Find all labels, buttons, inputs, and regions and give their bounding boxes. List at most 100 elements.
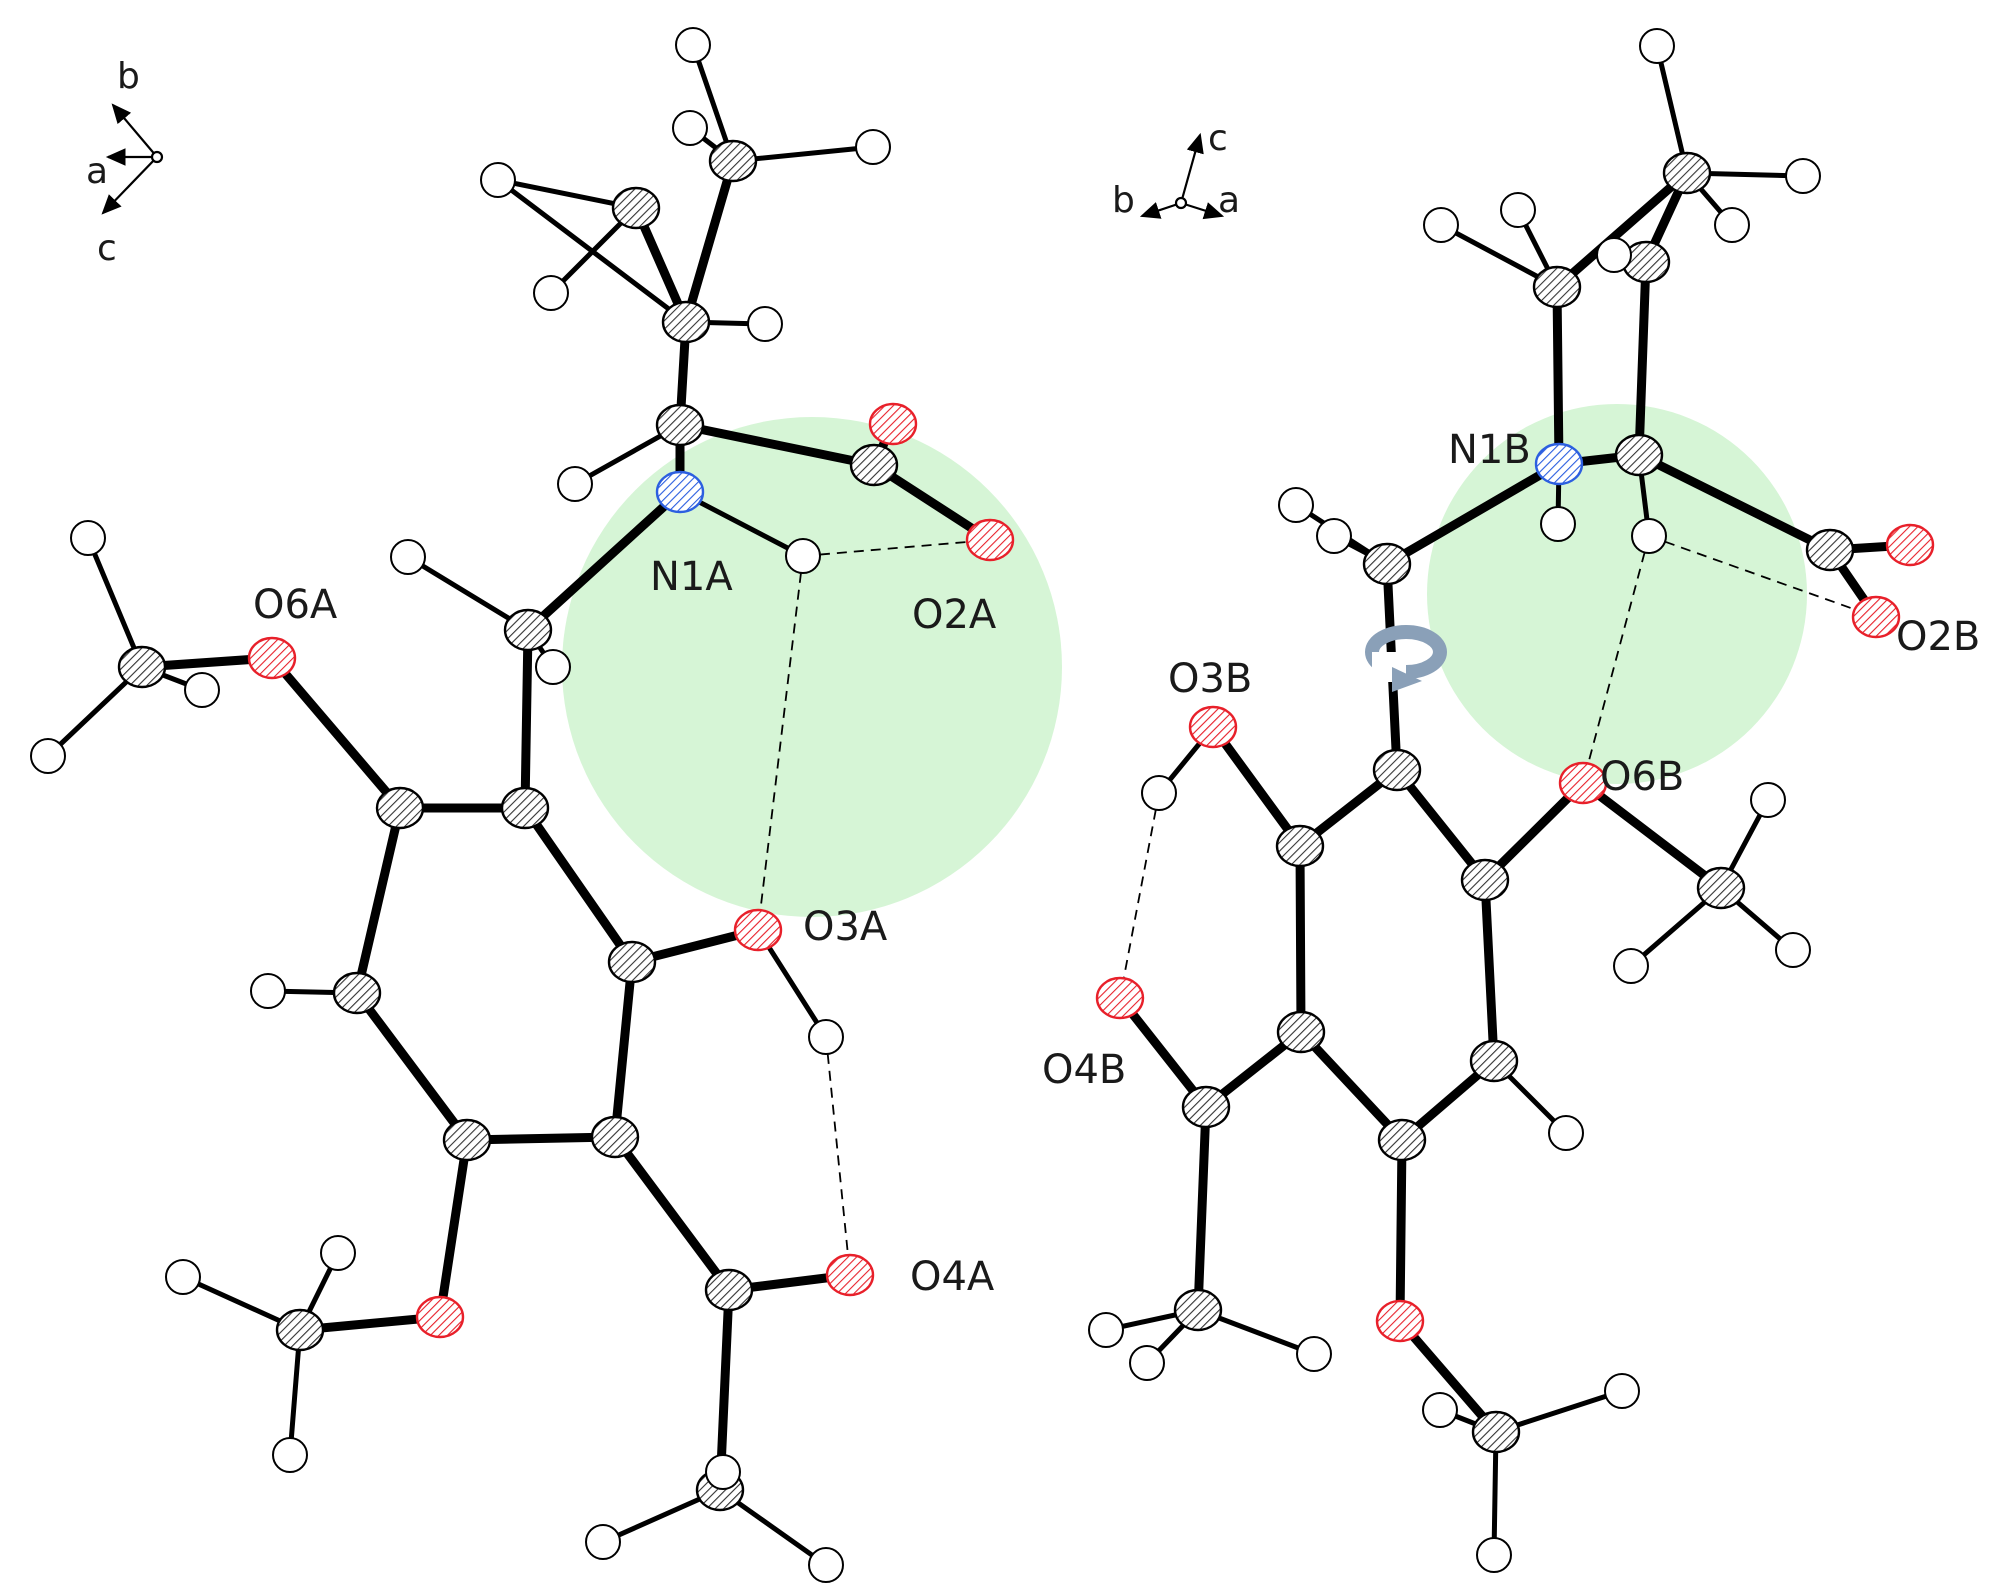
bond-a_ch2-a_n1	[523, 487, 685, 635]
atom-a_cm2	[708, 139, 758, 183]
atom-b_cm6	[1696, 866, 1746, 910]
atom-b_ch2	[1362, 542, 1412, 586]
atom-b_hme3	[1296, 1336, 1332, 1372]
axes-indicator-right: c b a	[1112, 118, 1240, 221]
atom-a_cm1	[611, 186, 661, 230]
bond-a_c6-a_c1	[352, 803, 405, 998]
bond-a_ho3-a_o4	[825, 1036, 851, 1276]
atom-a_c3	[607, 940, 657, 984]
atom-a_hme1	[585, 1524, 621, 1560]
bond-b_c6-b_c1	[1392, 765, 1490, 885]
atom-a_hcn	[557, 466, 593, 502]
bond-b_cac-b_o4	[1115, 993, 1211, 1112]
label-o4b: O4B	[1042, 1047, 1126, 1093]
axis-label-c-left: c	[97, 228, 117, 269]
bond-a_cq-a_cm2	[681, 156, 738, 327]
atom-b_c5	[1469, 1039, 1519, 1083]
atom-b_n1	[1534, 442, 1584, 486]
atom-a_c4	[590, 1115, 640, 1159]
atom-a_n1	[655, 470, 705, 514]
highlight-circle-molecule-b	[1427, 404, 1807, 784]
atom-a_cm5	[275, 1308, 325, 1352]
bond-b_c2-b_o3	[1208, 722, 1305, 851]
atom-b_o3	[1188, 705, 1238, 749]
bond-b_cq-b_cm2	[1634, 257, 1651, 460]
axis-label-a-left: a	[86, 151, 108, 192]
bond-a_c2-a_ch2	[520, 625, 533, 813]
atom-b_hf	[1596, 237, 1632, 273]
atom-a_hme3	[705, 1454, 741, 1490]
atom-b_hn2	[1540, 506, 1576, 542]
atom-a_c1	[375, 786, 425, 830]
bond-a_c1-a_o6	[267, 653, 405, 813]
bond-b_c2-b_c3	[1295, 841, 1306, 1037]
atom-a_h1c	[747, 306, 783, 342]
atom-a_h1a	[480, 162, 516, 198]
atom-a_cc	[849, 443, 899, 487]
axis-label-b-right: b	[1112, 180, 1135, 221]
bond-b_c3-b_c4	[1296, 1027, 1407, 1145]
label-o2a: O2A	[912, 592, 997, 638]
axes-indicator-left: b a c	[86, 56, 164, 269]
atom-a_h6	[250, 973, 286, 1009]
bond-b_c5-b_c6	[1480, 875, 1499, 1066]
label-o2b: O2B	[1896, 614, 1980, 660]
bond-b_o6-b_cm6	[1578, 778, 1726, 893]
bond-b_cm3-b_hd	[1654, 43, 1690, 176]
atom-b_cm3	[1662, 151, 1712, 195]
label-o3a: O3A	[803, 904, 888, 950]
atom-b_cm1	[1532, 265, 1582, 309]
atom-b_o6	[1558, 761, 1608, 805]
atom-b_h5	[1548, 1115, 1584, 1151]
bond-b_c6-b_o6	[1480, 778, 1588, 885]
atom-a_c6	[332, 971, 382, 1015]
bond-a_cm6-a_h6a	[85, 535, 145, 670]
bond-a_c2-a_c3	[520, 803, 637, 967]
atom-b_h5a	[1422, 1392, 1458, 1428]
label-o6b: O6B	[1600, 754, 1684, 800]
atom-a_c2	[500, 786, 550, 830]
bond-a_c5-a_o5	[435, 1135, 472, 1322]
atom-b_hc	[1714, 207, 1750, 243]
atom-b_ho3	[1141, 775, 1177, 811]
highlight-circle-molecule-a	[562, 417, 1062, 917]
hydrogen-bonds	[757, 535, 1877, 1276]
atom-b_c6	[1460, 858, 1510, 902]
atom-b_h5b	[1604, 1373, 1640, 1409]
bond-a_c3-a_c4	[610, 957, 637, 1142]
atom-b_h2b	[1316, 518, 1352, 554]
bond-b_cac-b_cme	[1193, 1102, 1211, 1315]
atom-b_hn	[1631, 518, 1667, 554]
atom-b_o2	[1851, 595, 1901, 639]
atom-a_hme2	[808, 1547, 844, 1583]
bond-a_c5-a_c6	[352, 988, 472, 1145]
highlight-regions	[562, 404, 1807, 917]
atom-b_c1	[1372, 748, 1422, 792]
bond-b_cq-b_cc	[1634, 450, 1835, 555]
bond-b_o5-b_cm5	[1395, 1316, 1501, 1437]
atoms	[30, 27, 1935, 1583]
label-n1b: N1B	[1448, 427, 1531, 473]
atom-a_h5a	[165, 1259, 201, 1295]
bond-b_hn-b_o2	[1648, 535, 1877, 618]
atom-a_cac	[704, 1268, 754, 1312]
bond-b_ho3-b_o4	[1119, 792, 1160, 999]
bond-b_hn-b_o6	[1582, 535, 1650, 784]
atom-a_o6	[247, 636, 297, 680]
atom-a_h6a	[70, 520, 106, 556]
atom-a_h5b	[320, 1235, 356, 1271]
atom-b_h6a	[1750, 782, 1786, 818]
atom-b_c2	[1275, 824, 1325, 868]
atom-b_h6b	[1775, 932, 1811, 968]
atom-b_h6c	[1613, 948, 1649, 984]
bond-a_c4-a_cac	[610, 1132, 734, 1295]
atom-b_c3	[1276, 1010, 1326, 1054]
label-n1a: N1A	[650, 554, 733, 600]
atom-a_cm6	[117, 645, 167, 689]
bond-b_ch2-b_n1	[1382, 459, 1564, 569]
atom-a_h2a	[390, 539, 426, 575]
bond-b_c4-b_o5	[1395, 1135, 1407, 1326]
atom-a_cq	[661, 300, 711, 344]
label-o3b: O3B	[1168, 656, 1252, 702]
bond-a_hn-a_o3	[757, 555, 804, 931]
